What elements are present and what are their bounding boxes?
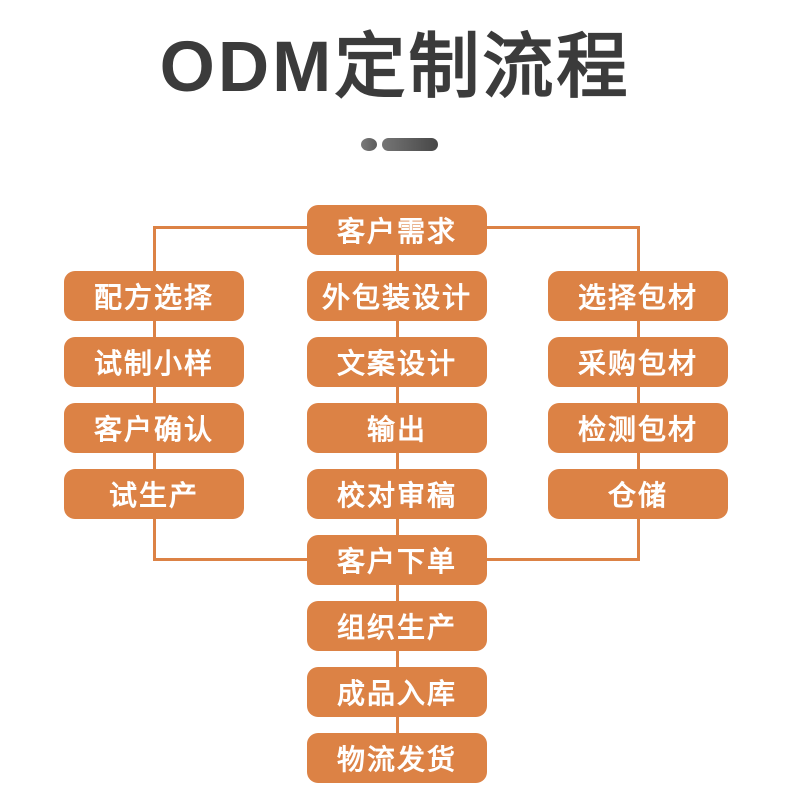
flow-node-inspect-packaging: 检测包材 bbox=[548, 403, 728, 453]
flow-node-finished-goods-warehousing: 成品入库 bbox=[307, 667, 487, 717]
flow-node-customer-confirmation: 客户确认 bbox=[64, 403, 244, 453]
flow-node-trial-production: 试生产 bbox=[64, 469, 244, 519]
flow-node-warehousing: 仓储 bbox=[548, 469, 728, 519]
connector-right-column-vertical bbox=[637, 226, 640, 561]
flow-node-copy-design: 文案设计 bbox=[307, 337, 487, 387]
flow-node-purchase-packaging: 采购包材 bbox=[548, 337, 728, 387]
flow-node-select-packaging: 选择包材 bbox=[548, 271, 728, 321]
connector-merge-left bbox=[153, 558, 310, 561]
flow-node-packaging-design: 外包装设计 bbox=[307, 271, 487, 321]
connector-merge-right bbox=[484, 558, 640, 561]
connector-top-branch-right bbox=[484, 226, 640, 229]
divider-dot-icon bbox=[361, 138, 377, 151]
flow-node-customer-needs: 客户需求 bbox=[307, 205, 487, 255]
flow-node-output: 输出 bbox=[307, 403, 487, 453]
flow-node-customer-order: 客户下单 bbox=[307, 535, 487, 585]
flow-node-trial-sample: 试制小样 bbox=[64, 337, 244, 387]
page-title: ODM定制流程 bbox=[159, 28, 631, 107]
connector-left-column-vertical bbox=[153, 226, 156, 561]
flow-node-logistics-shipping: 物流发货 bbox=[307, 733, 487, 783]
divider-dash-icon bbox=[382, 138, 438, 151]
flow-node-proofreading: 校对审稿 bbox=[307, 469, 487, 519]
flow-node-organize-production: 组织生产 bbox=[307, 601, 487, 651]
flow-node-formula-selection: 配方选择 bbox=[64, 271, 244, 321]
connector-top-branch-left bbox=[153, 226, 310, 229]
